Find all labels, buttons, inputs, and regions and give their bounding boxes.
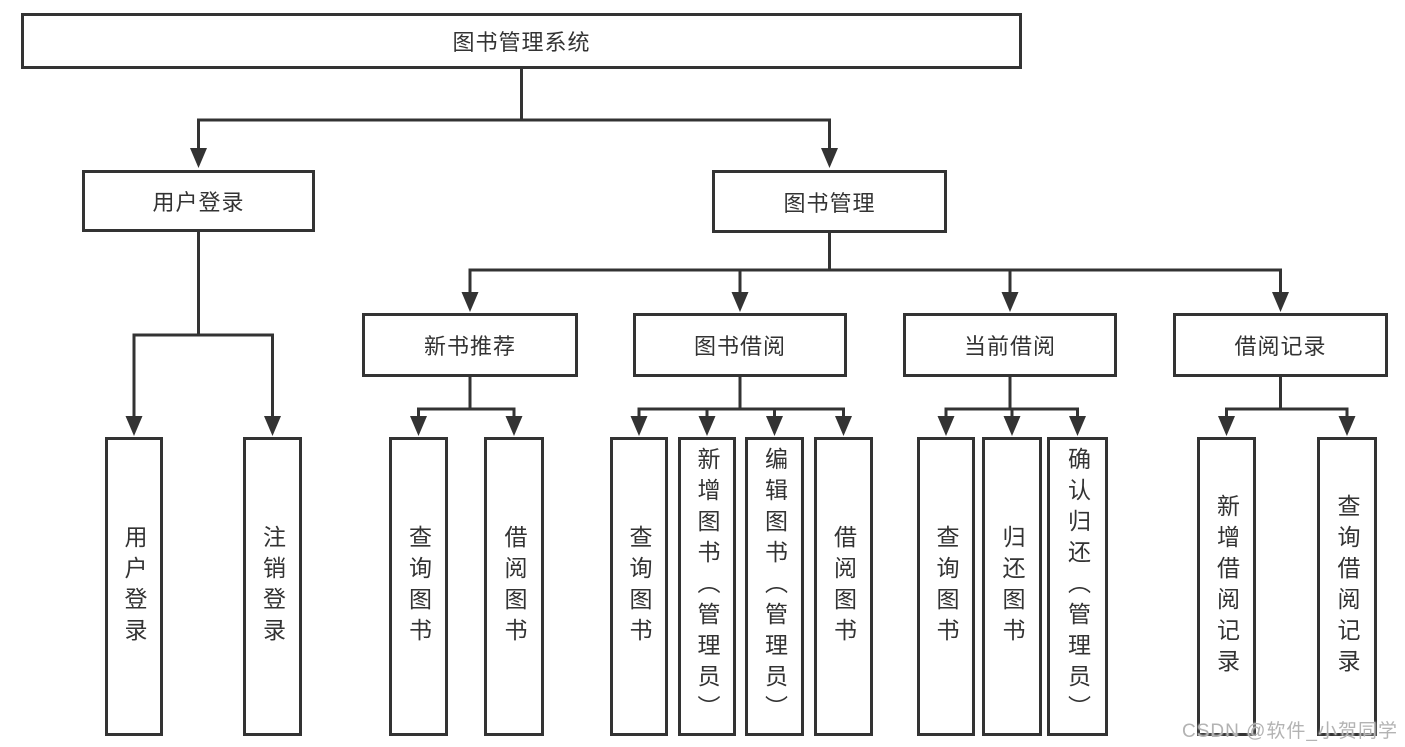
node-new-book-recommendation: 新书推荐	[362, 313, 578, 377]
leaf-borrow-borrow-books: 借阅图书	[814, 437, 873, 736]
leaf-borrow-add-books-admin: 新增图书（管理员）	[678, 437, 736, 736]
leaf-newbook-query-books: 查询图书	[389, 437, 448, 736]
node-book-management: 图书管理	[712, 170, 947, 233]
connector-current-to-leaves	[937, 377, 1086, 436]
leaf-logout: 注销登录	[243, 437, 302, 736]
node-user-login: 用户登录	[82, 170, 315, 232]
leaf-current-query-books: 查询图书	[917, 437, 975, 736]
connector-login-to-leaves	[125, 232, 281, 436]
csdn-watermark: CSDN @软件_小贺同学	[1182, 721, 1398, 742]
connector-newbook-to-leaves	[410, 377, 523, 436]
leaf-current-return-books: 归还图书	[982, 437, 1042, 736]
leaf-records-query-record: 查询借阅记录	[1317, 437, 1377, 736]
connector-borrow-to-leaves	[630, 377, 852, 436]
connector-root-to-level2	[190, 66, 838, 168]
connector-bookmgmt-to-level3	[461, 233, 1289, 312]
connector-records-to-leaves	[1218, 377, 1356, 436]
leaf-user-login: 用户登录	[105, 437, 163, 736]
leaf-borrow-query-books: 查询图书	[610, 437, 668, 736]
node-root: 图书管理系统	[21, 13, 1022, 69]
node-current-borrowing: 当前借阅	[903, 313, 1117, 377]
leaf-current-confirm-return-admin: 确认归还（管理员）	[1047, 437, 1108, 736]
leaf-newbook-borrow-books: 借阅图书	[484, 437, 544, 736]
leaf-borrow-edit-books-admin: 编辑图书（管理员）	[745, 437, 804, 736]
node-book-borrowing: 图书借阅	[633, 313, 847, 377]
leaf-records-add-record: 新增借阅记录	[1197, 437, 1256, 736]
node-borrowing-records: 借阅记录	[1173, 313, 1388, 377]
